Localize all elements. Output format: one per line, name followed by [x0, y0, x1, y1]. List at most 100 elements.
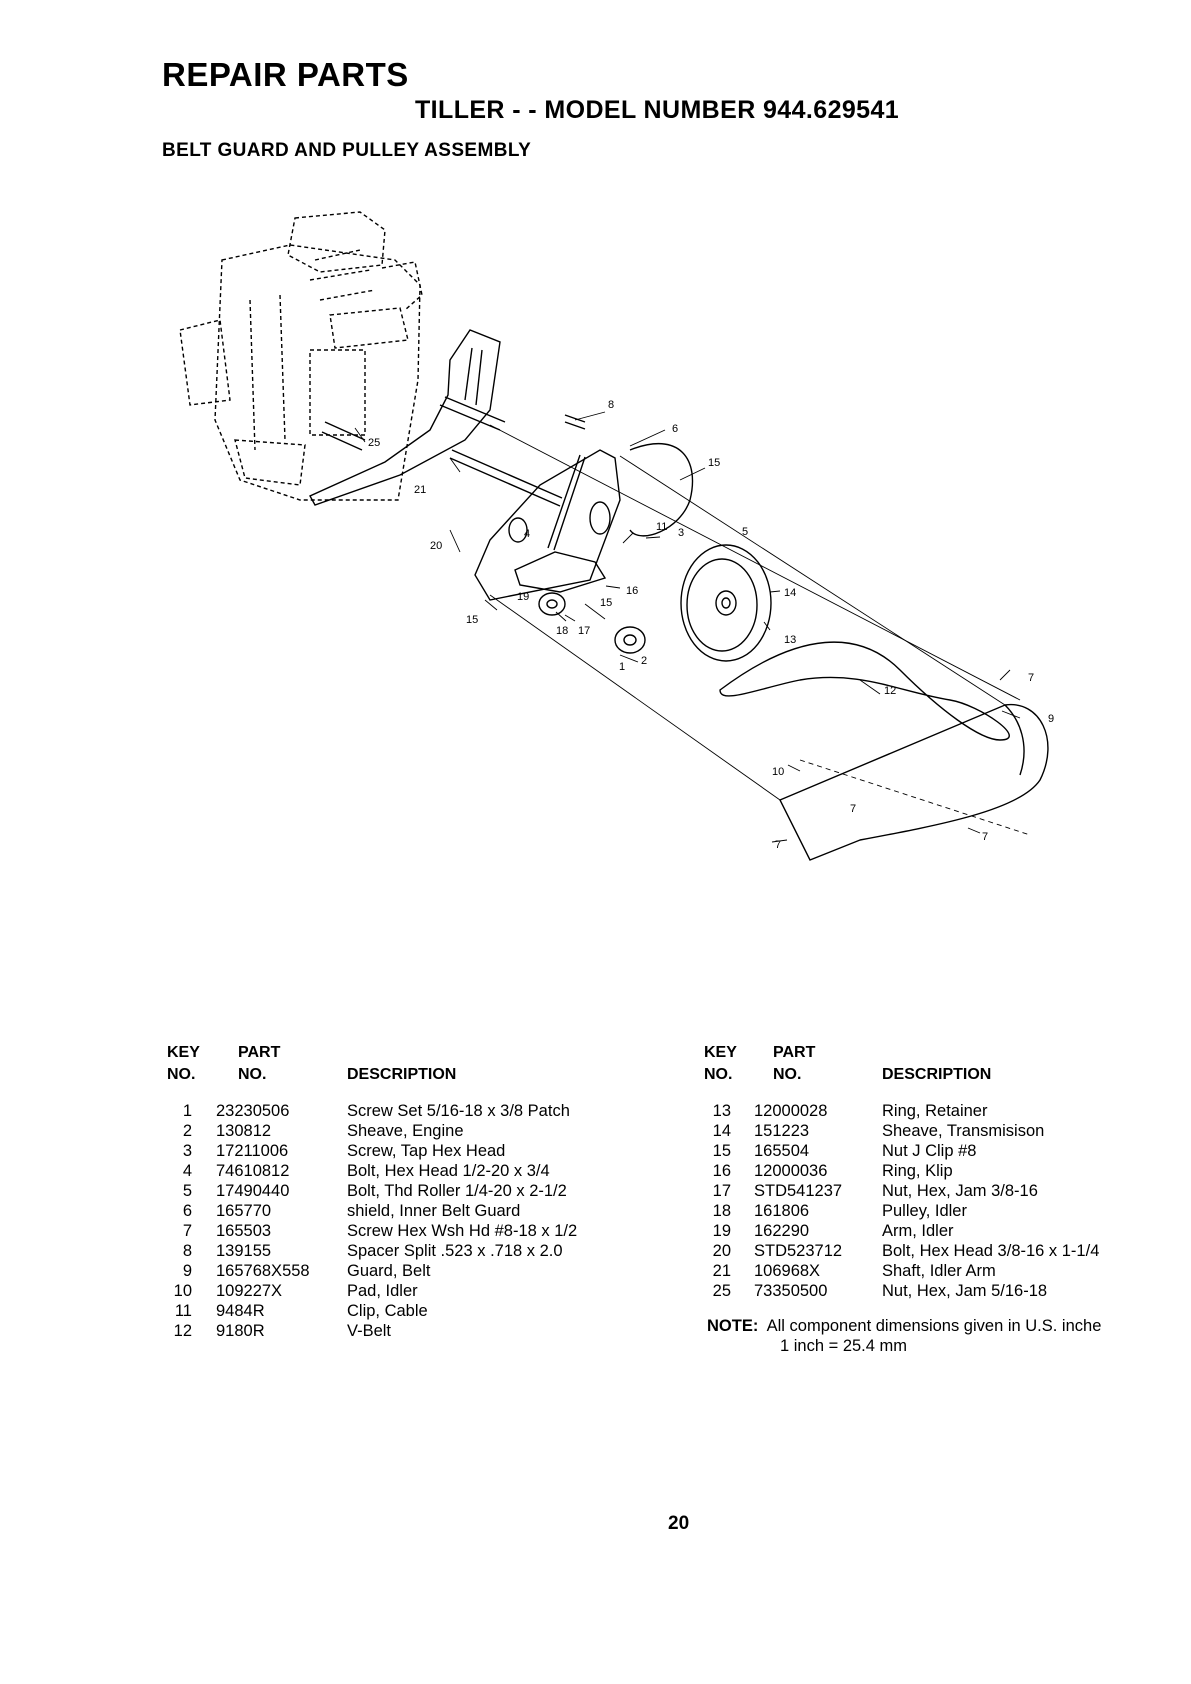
callout-20: 20: [430, 540, 442, 552]
key-number: 25: [712, 1282, 731, 1300]
part-number: 12000028: [754, 1102, 828, 1120]
part-description: Ring, Klip: [882, 1162, 953, 1180]
callout-16: 16: [626, 585, 638, 597]
callout-15c: 15: [466, 614, 478, 626]
part-number: 139155: [216, 1242, 272, 1260]
part-number: 162290: [754, 1222, 810, 1240]
part-number: 165503: [216, 1222, 272, 1240]
control-lever: [547, 454, 586, 551]
left-description-header: DESCRIPTION: [347, 1066, 457, 1083]
part-number: 109227X: [216, 1282, 283, 1300]
key-number: 12: [173, 1322, 192, 1340]
part-description: Pad, Idler: [347, 1282, 418, 1300]
page-number: 20: [668, 1513, 690, 1534]
part-description: Bolt, Hex Head 1/2-20 x 3/4: [347, 1162, 550, 1180]
engine-bracket: [309, 329, 501, 506]
part-number: 130812: [216, 1122, 272, 1140]
part-number: 17211006: [216, 1142, 289, 1160]
key-number: 5: [182, 1182, 192, 1200]
callout-19: 19: [517, 591, 529, 603]
key-number: 11: [174, 1302, 192, 1320]
part-number: 161806: [754, 1202, 810, 1220]
part-description: Screw Hex Wsh Hd #8-18 x 1/2: [347, 1222, 578, 1240]
exploded-parts-diagram: 1 2 3 4 5 6 7 7 7 7 8 9 10 11 12 13 14 1…: [179, 211, 1054, 861]
part-description: Screw, Tap Hex Head: [347, 1142, 506, 1160]
part-description: Nut, Hex, Jam 5/16-18: [882, 1282, 1048, 1300]
engine-shaft: [321, 421, 366, 451]
callout-9: 9: [1048, 713, 1054, 725]
part-description: Shaft, Idler Arm: [882, 1262, 996, 1280]
part-number: 12000036: [754, 1162, 828, 1180]
key-number: 10: [173, 1282, 192, 1300]
part-description: Sheave, Engine: [347, 1122, 464, 1140]
key-number: 19: [712, 1222, 731, 1240]
callout-3: 3: [678, 527, 684, 539]
part-description: Nut, Hex, Jam 3/8-16: [882, 1182, 1038, 1200]
left-part-header: PART NO.: [238, 1044, 281, 1083]
parts-row: 9 165768X558 Guard, Belt: [0, 1261, 1191, 1281]
transmission-sheave: [680, 544, 772, 662]
page-title: REPAIR PARTS: [162, 56, 409, 93]
idler-pulley: [538, 592, 646, 654]
parts-row: 25 73350500 Nut, Hex, Jam 5/16-18: [0, 1281, 1191, 1301]
callout-4: 4: [524, 528, 530, 540]
key-number: 6: [182, 1202, 192, 1220]
part-description: Guard, Belt: [347, 1262, 431, 1280]
note-line-1: All component dimensions given in U.S. i…: [766, 1317, 1102, 1335]
key-number: 7: [182, 1222, 192, 1240]
part-description: Screw Set 5/16-18 x 3/8 Patch: [347, 1102, 570, 1120]
section-heading: BELT GUARD AND PULLEY ASSEMBLY: [162, 140, 532, 161]
part-number: 17490440: [216, 1182, 290, 1200]
v-belt: [719, 641, 1010, 741]
part-number: STD541237: [754, 1182, 843, 1200]
part-number: STD523712: [754, 1242, 843, 1260]
key-number: 9: [182, 1262, 192, 1280]
callout-18: 18: [556, 625, 568, 637]
part-description: shield, Inner Belt Guard: [347, 1202, 521, 1220]
key-number: 18: [712, 1202, 731, 1220]
part-description: V-Belt: [347, 1322, 392, 1340]
callout-10: 10: [772, 766, 784, 778]
parts-row: 6 165770 shield, Inner Belt Guard: [0, 1201, 1191, 1221]
callout-21: 21: [414, 484, 426, 496]
key-number: 8: [182, 1242, 192, 1260]
part-number: 165770: [216, 1202, 272, 1220]
belt-guard: [779, 703, 1049, 861]
callout-13: 13: [784, 634, 796, 646]
dimensions-note: NOTE: All component dimensions given in …: [707, 1316, 1101, 1356]
key-number: 21: [712, 1262, 731, 1280]
key-number: 1: [182, 1102, 192, 1120]
part-number: 73350500: [754, 1282, 828, 1300]
callout-11: 11: [656, 521, 667, 533]
callout-leaders: [354, 411, 1021, 843]
part-number: 165504: [754, 1142, 810, 1160]
callout-7b: 7: [982, 831, 988, 843]
part-number: 165768X558: [216, 1262, 310, 1280]
part-description: Sheave, Transmisison: [882, 1122, 1045, 1140]
part-number: 151223: [754, 1122, 810, 1140]
parts-row: 7 165503 Screw Hex Wsh Hd #8-18 x 1/2: [0, 1221, 1191, 1241]
spacer-shafts: [439, 396, 586, 507]
note-label: NOTE:: [707, 1317, 759, 1335]
part-number: 74610812: [216, 1162, 290, 1180]
key-number: 17: [712, 1182, 731, 1200]
callout-7a: 7: [1028, 672, 1034, 684]
parts-row: 17 STD541237 Nut, Hex, Jam 3/8-16: [0, 1181, 1191, 1201]
callout-7d: 7: [850, 803, 856, 815]
key-number: 15: [712, 1142, 731, 1160]
key-number: 20: [712, 1242, 731, 1260]
right-part-header: PART NO.: [773, 1044, 816, 1083]
